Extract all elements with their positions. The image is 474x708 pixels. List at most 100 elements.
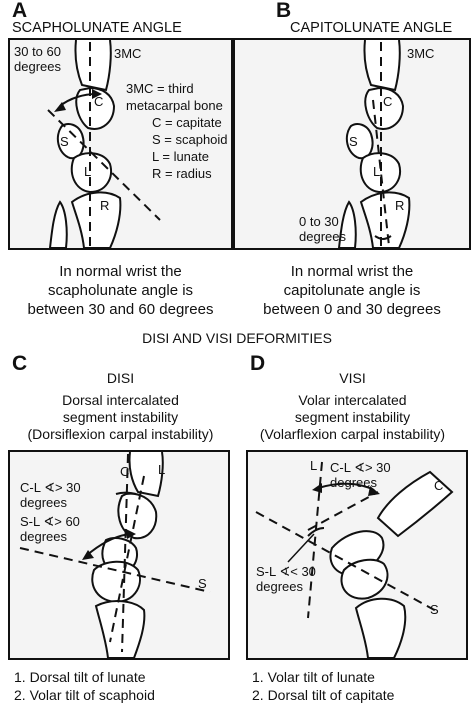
lunate-axis [372, 99, 390, 247]
description-line: (Volarflexion carpal instability) [259, 426, 446, 442]
metacarpal-bone [376, 470, 454, 538]
scaphoid-axis [47, 109, 161, 221]
ulna-bone [48, 200, 68, 248]
bone-label-s: S [60, 134, 69, 149]
description-line: segment instability [62, 409, 179, 425]
panel-a-box: 30 to 60 degrees 3MC C S L R 3MC = third… [8, 38, 233, 250]
caption-line: between 30 and 60 degrees [27, 301, 214, 318]
bone-label-s: S [198, 576, 207, 591]
abbreviation-legend: 3MC = third metacarpal bone C = capitate… [126, 80, 231, 182]
radius-bone [94, 600, 146, 658]
scaphoid-bone [56, 123, 85, 160]
panel-c-subtitle: DISI [106, 370, 135, 386]
panel-b-box: 3MC C S L R 0 to 30 degrees [233, 38, 471, 250]
panel-a-drawing [47, 40, 161, 248]
sl-angle-arc [307, 527, 325, 537]
panel-c-cl-label: C-L ∢> 30 degrees [20, 480, 81, 510]
panel-c-list: 1. Dorsal tilt of lunate 2. Volar tilt o… [14, 668, 155, 704]
panel-d-drawing [255, 461, 454, 658]
panel-d-description: Volar intercalated segment instability (… [235, 392, 470, 443]
panel-a-caption: In normal wrist the scapholunate angle i… [8, 262, 233, 319]
bone-label-l: L [84, 164, 92, 179]
panel-d-sl-label: S-L ∢< 30 degrees [256, 564, 316, 594]
arrowhead-icon [92, 89, 102, 99]
description-line: Volar intercalated [298, 392, 407, 408]
lunate-bone [70, 152, 112, 194]
description-line: (Dorsiflexion carpal instability) [27, 426, 214, 442]
panel-d-letter: D [250, 352, 266, 375]
panel-b-drawing [337, 40, 411, 248]
arrowhead-icon [368, 486, 380, 496]
panel-c-drawing [19, 452, 211, 658]
panel-d-cl-label: C-L ∢> 30 degrees [330, 460, 391, 490]
legend-line: L = lunate [152, 149, 209, 164]
arrowhead-icon [82, 550, 94, 560]
scaphoid-bone [345, 123, 374, 160]
description-line: segment instability [294, 409, 411, 425]
bone-label-s: S [430, 602, 439, 617]
radius-bone [354, 597, 407, 658]
capitate-axis [307, 491, 379, 531]
legend-line: R = radius [152, 166, 212, 181]
panel-a-3mc-tag: 3MC [114, 46, 142, 61]
bone-label-l: L [373, 164, 381, 179]
panel-c-letter: C [12, 352, 28, 375]
capitate-bone [117, 492, 158, 540]
panel-c-box: C-L ∢> 30 degrees S-L ∢> 60 degrees C L … [8, 450, 230, 660]
panel-b-angle-label: 0 to 30 degrees [299, 214, 346, 244]
lunate-axis [307, 461, 323, 619]
bone-label-l: L [158, 462, 166, 477]
bone-label-l: L [310, 458, 318, 473]
caption-line: capitolunate angle is [283, 282, 421, 299]
bone-label-c: C [434, 478, 444, 493]
panel-a-angle-label: 30 to 60 degrees [14, 44, 61, 74]
angle-arc [374, 235, 392, 240]
arrowhead-icon [126, 529, 136, 539]
caption-line: In normal wrist the [290, 263, 414, 280]
legend-line: C = capitate [152, 115, 222, 130]
lunate-bone [91, 560, 141, 604]
panel-c-description: Dorsal intercalated segment instability … [8, 392, 233, 443]
bone-label-r: R [395, 198, 405, 213]
panel-b-3mc-tag: 3MC [407, 46, 435, 61]
panel-b-caption: In normal wrist the capitolunate angle i… [233, 262, 471, 319]
panel-a-letter: A [12, 0, 28, 22]
list-item: 1. Volar tilt of lunate [252, 669, 375, 685]
legend-line: S = scaphoid [152, 132, 228, 147]
list-item: 2. Volar tilt of scaphoid [14, 687, 155, 703]
caption-line: In normal wrist the [59, 263, 182, 280]
capitate-bone [75, 86, 116, 130]
panel-b-title: CAPITOLUNATE ANGLE [290, 20, 453, 36]
legend-line: 3MC = third metacarpal bone [126, 81, 223, 113]
ulna-bone [337, 200, 357, 248]
metacarpal-bone [74, 40, 112, 92]
arrowhead-icon [54, 102, 66, 112]
bone-label-s: S [349, 134, 358, 149]
bone-label-r: R [100, 198, 110, 213]
metacarpal-bone [363, 40, 401, 92]
scaphoid-axis [19, 547, 211, 593]
panel-c-sl-label: S-L ∢> 60 degrees [20, 514, 80, 544]
description-line: Dorsal intercalated [62, 392, 179, 408]
caption-line: between 0 and 30 degrees [263, 301, 441, 318]
panel-a-title: SCAPHOLUNATE ANGLE [12, 20, 182, 36]
scaphoid-axis [255, 511, 439, 613]
arrowhead-icon [312, 483, 322, 493]
bone-label-c: C [94, 94, 104, 109]
cl-angle-arc [115, 491, 137, 495]
bone-label-c: C [383, 94, 393, 109]
section-heading: DISI AND VISI DEFORMITIES [142, 330, 332, 346]
bone-label-c: C [120, 464, 130, 479]
lunate-bone [340, 558, 389, 600]
leader-line [287, 533, 315, 563]
panel-d-subtitle: VISI [339, 370, 366, 386]
capitate-axis [121, 453, 129, 653]
caption-line: scapholunate angle is [47, 282, 194, 299]
panel-b-letter: B [276, 0, 292, 22]
lunate-bone [359, 152, 401, 194]
radius-bone [70, 191, 122, 248]
panel-d-list: 1. Volar tilt of lunate 2. Dorsal tilt o… [252, 668, 394, 704]
lunate-axis [109, 475, 145, 643]
metacarpal-bone [128, 452, 164, 498]
